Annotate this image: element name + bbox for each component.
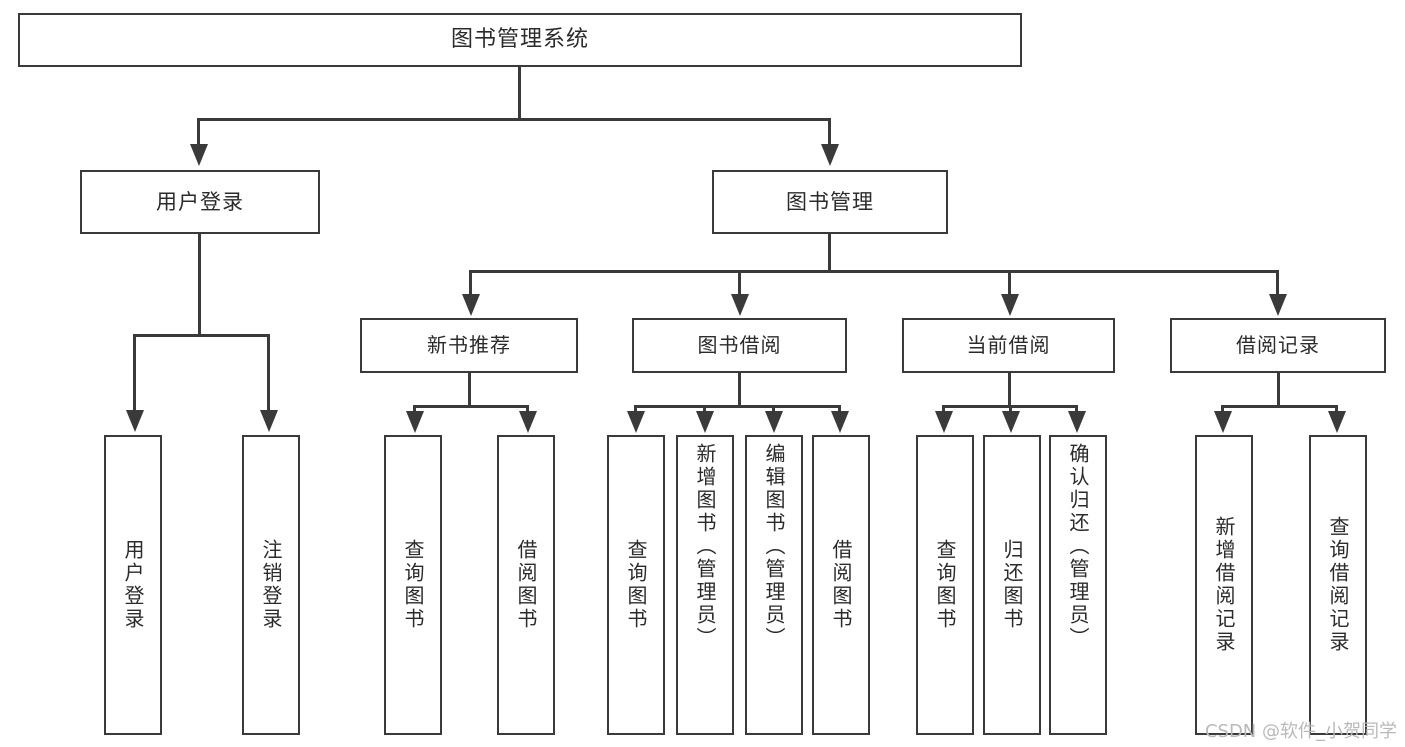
arrow-to-leaf-borrow-book-1 [519,411,537,433]
arrow-to-book-borrow [731,294,749,316]
connector-user-login-stem [198,234,201,336]
connector-current-borrow-d2 [1009,405,1012,413]
leaf-label: 查询借阅记录 [1326,516,1350,654]
leaf-label: 查询图书 [624,539,648,631]
node-book-borrow[interactable]: 图书借阅 [632,318,847,373]
connector-book-borrow-bar [634,405,841,408]
node-label: 当前借阅 [966,333,1051,357]
node-label: 借阅记录 [1236,333,1320,357]
leaf-confirm-return-admin[interactable]: 确认归还（管理员） [1049,435,1107,735]
leaf-label: 借阅图书 [514,539,538,631]
connector-to-current-borrow [1008,270,1011,296]
node-label: 图书借阅 [697,333,782,357]
arrow-to-leaf-query-book-1 [406,411,424,433]
leaf-add-book-admin[interactable]: 新增图书（管理员） [676,435,734,735]
arrow-root-to-book-mgmt [821,144,839,166]
arrow-to-leaf-confirm-return [1068,411,1086,433]
node-new-book-recommend[interactable]: 新书推荐 [360,318,578,373]
leaf-label: 注销登录 [259,539,283,631]
connector-to-new-book [469,270,472,296]
arrow-to-leaf-return-book [1002,411,1020,433]
leaf-add-borrow-record[interactable]: 新增借阅记录 [1195,435,1253,735]
node-label: 图书管理 [786,189,874,214]
node-borrow-record[interactable]: 借阅记录 [1170,318,1386,373]
leaf-label: 用户登录 [121,539,145,631]
connector-root-to-user-login [197,118,200,146]
node-label: 新书推荐 [427,333,511,357]
arrow-to-current-borrow [1001,294,1019,316]
leaf-label: 借阅图书 [829,539,853,631]
connector-book-borrow-d4 [838,405,841,413]
leaf-label: 新增图书（管理员） [693,443,717,650]
connector-user-login-left-drop [133,334,136,412]
node-root-system[interactable]: 图书管理系统 [18,13,1022,67]
node-label: 图书管理系统 [450,27,589,53]
leaf-label: 确认归还（管理员） [1066,443,1090,650]
arrow-to-leaf-add-record [1214,411,1232,433]
arrow-to-leaf-user-login [126,410,144,432]
arrow-to-leaf-query-book-2 [627,411,645,433]
connector-new-book-d2 [526,405,529,413]
connector-book-mgmt-bar [469,270,1279,273]
arrow-to-borrow-record [1269,294,1287,316]
arrow-to-leaf-add-book [696,411,714,433]
connector-book-borrow-d3 [772,405,775,413]
leaf-logout[interactable]: 注销登录 [242,435,300,735]
connector-new-book-stem [468,373,471,407]
arrow-to-leaf-logout [260,410,278,432]
node-user-login[interactable]: 用户登录 [80,170,320,234]
leaf-label: 编辑图书（管理员） [762,443,786,650]
leaf-label: 查询图书 [933,539,957,631]
leaf-query-book-current[interactable]: 查询图书 [916,435,974,735]
connector-borrow-record-d1 [1221,405,1224,413]
arrow-to-leaf-query-record [1328,411,1346,433]
watermark-text: CSDN @软件_小贺同学 [1204,721,1397,742]
connector-to-book-borrow [738,270,741,296]
connector-root-stem [518,67,521,119]
leaf-return-book[interactable]: 归还图书 [983,435,1041,735]
connector-book-mgmt-stem [828,234,831,272]
node-current-borrow[interactable]: 当前借阅 [902,318,1115,373]
connector-borrow-record-bar [1221,405,1338,408]
arrow-root-to-user-login [190,144,208,166]
leaf-query-borrow-record[interactable]: 查询借阅记录 [1309,435,1367,735]
leaf-label: 查询图书 [401,539,425,631]
connector-current-borrow-stem [1008,373,1011,407]
leaf-borrow-book-new[interactable]: 借阅图书 [497,435,555,735]
leaf-label: 新增借阅记录 [1212,516,1236,654]
connector-borrow-record-d2 [1335,405,1338,413]
leaf-query-book-borrow[interactable]: 查询图书 [607,435,665,735]
leaf-user-login[interactable]: 用户登录 [104,435,162,735]
leaf-query-book-new[interactable]: 查询图书 [384,435,442,735]
connector-current-borrow-d1 [942,405,945,413]
arrow-to-leaf-borrow-book-2 [831,411,849,433]
node-book-management[interactable]: 图书管理 [712,170,948,234]
connector-new-book-d1 [413,405,416,413]
leaf-edit-book-admin[interactable]: 编辑图书（管理员） [745,435,803,735]
connector-borrow-record-stem [1277,373,1280,407]
leaf-borrow-book[interactable]: 借阅图书 [812,435,870,735]
connector-current-borrow-d3 [1075,405,1078,413]
connector-book-borrow-d1 [634,405,637,413]
connector-book-borrow-stem [738,373,741,407]
arrow-to-leaf-query-book-3 [935,411,953,433]
connector-to-borrow-record [1276,270,1279,296]
connector-user-login-bar [133,334,270,337]
node-label: 用户登录 [156,189,244,214]
connector-user-login-right-drop [267,334,270,412]
connector-book-borrow-d2 [703,405,706,413]
connector-root-to-book-mgmt [828,118,831,146]
leaf-label: 归还图书 [1000,539,1024,631]
arrow-to-new-book [462,294,480,316]
connector-root-bar [197,118,831,121]
arrow-to-leaf-edit-book [765,411,783,433]
connector-new-book-bar [413,405,529,408]
